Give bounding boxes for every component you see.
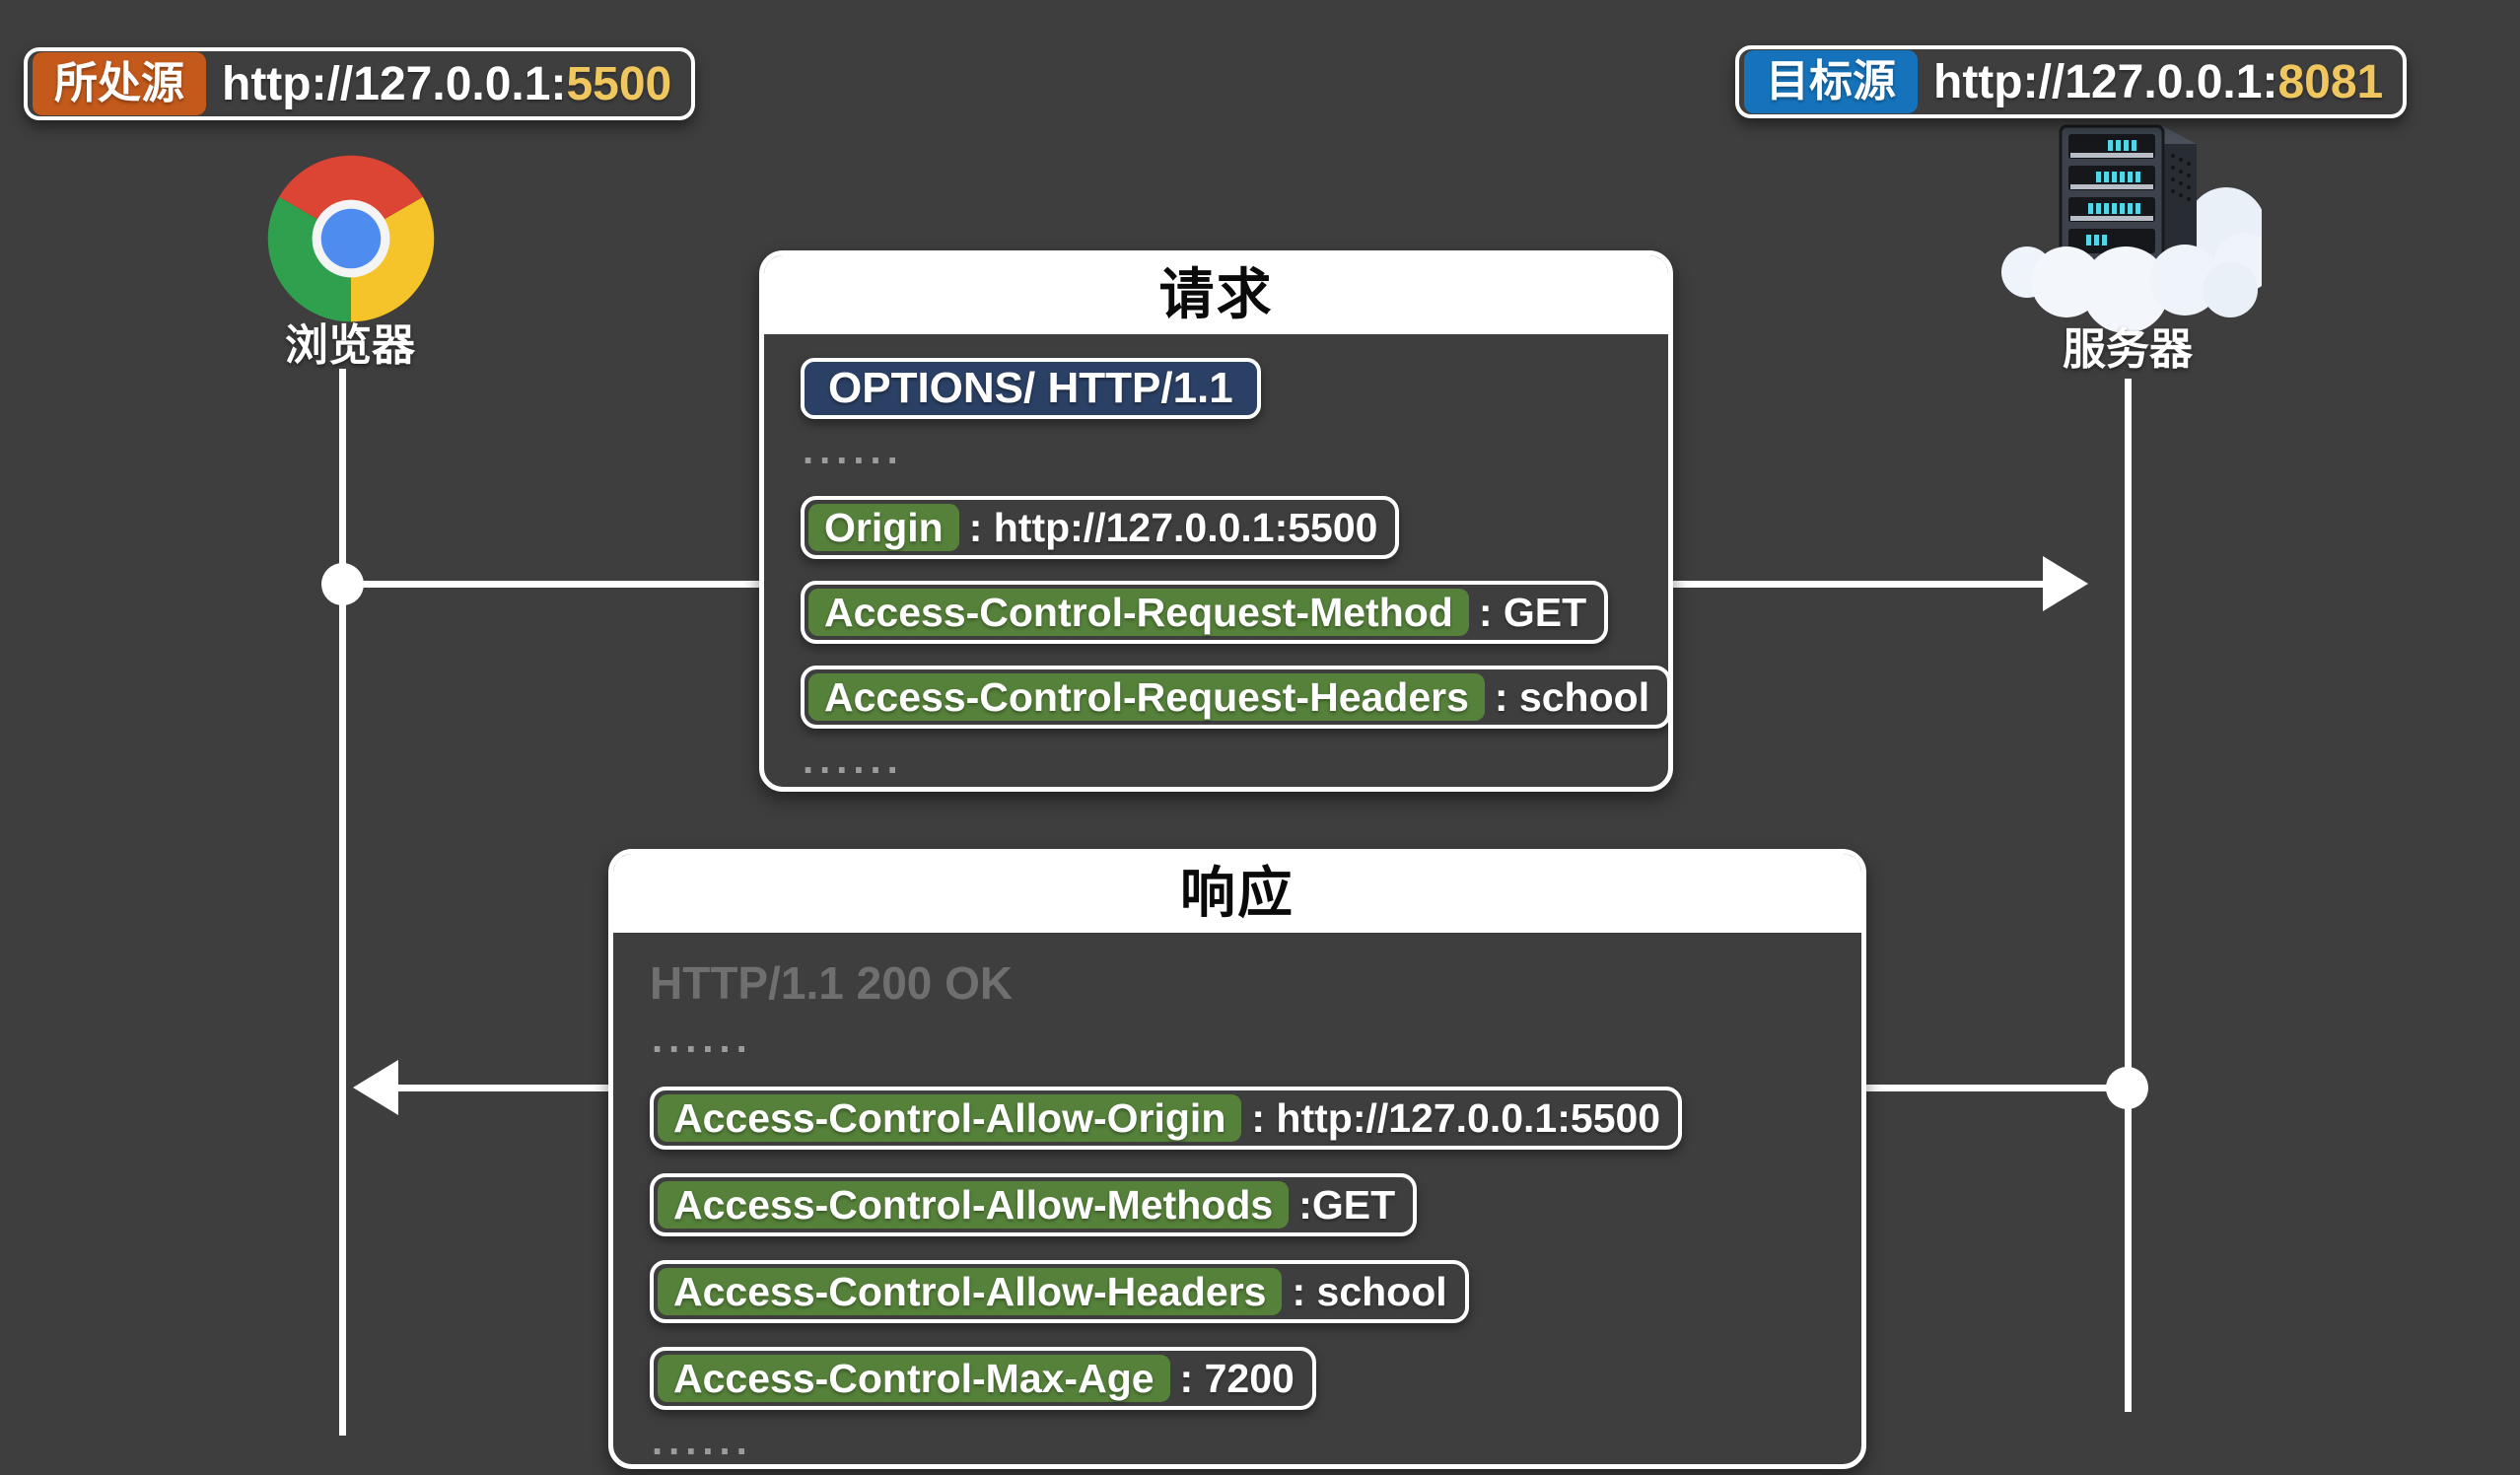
header-name: Access-Control-Allow-Headers <box>658 1268 1283 1315</box>
header-value: :GET <box>1298 1181 1396 1228</box>
ellipsis: ...... <box>652 1018 753 1061</box>
header-row-allow-headers: Access-Control-Allow-Headers: school <box>650 1260 1469 1323</box>
response-box-body: HTTP/1.1 200 OK ...... Access-Control-Al… <box>613 933 1861 1464</box>
request-arrowhead-icon <box>2043 556 2088 611</box>
source-origin-tag: 所处源 <box>33 52 206 115</box>
header-row-max-age: Access-Control-Max-Age: 7200 <box>650 1347 1316 1410</box>
target-origin-tag: 目标源 <box>1744 50 1918 113</box>
chrome-browser-icon <box>267 155 435 322</box>
header-value: : school <box>1494 673 1650 720</box>
target-origin-badge: 目标源 http://127.0.0.1:8081 <box>1735 45 2408 118</box>
source-origin-url-prefix: http://127.0.0.1: <box>222 57 567 110</box>
response-origin-dot <box>2106 1067 2148 1109</box>
cloud-server-icon <box>2001 124 2262 333</box>
request-line-badge: OPTIONS/ HTTP/1.1 <box>801 358 1261 419</box>
header-name: Access-Control-Allow-Methods <box>658 1181 1290 1229</box>
ellipsis: ...... <box>803 429 904 472</box>
status-line: HTTP/1.1 200 OK <box>650 957 1014 1009</box>
request-box-body: OPTIONS/ HTTP/1.1 ...... Origin: http://… <box>764 334 1668 787</box>
header-value: : 7200 <box>1179 1355 1295 1401</box>
response-arrowhead-icon <box>353 1060 398 1115</box>
source-origin-badge: 所处源 http://127.0.0.1:5500 <box>24 47 696 120</box>
target-origin-url: http://127.0.0.1:8081 <box>1933 55 2383 109</box>
ellipsis: ...... <box>652 1420 753 1463</box>
browser-label: 浏览器 <box>285 321 415 370</box>
target-origin-url-prefix: http://127.0.0.1: <box>1933 55 2278 108</box>
server-label: 服务器 <box>2063 325 2193 374</box>
request-box: 请求 OPTIONS/ HTTP/1.1 ...... Origin: http… <box>759 250 1673 792</box>
server-lifeline <box>2125 379 2132 1412</box>
header-name: Access-Control-Max-Age <box>658 1355 1170 1402</box>
header-name: Origin <box>808 504 959 551</box>
request-box-title: 请求 <box>764 255 1668 334</box>
header-value: : school <box>1292 1268 1447 1314</box>
header-name: Access-Control-Allow-Origin <box>658 1094 1242 1142</box>
target-origin-port: 8081 <box>2277 55 2384 108</box>
header-row-allow-methods: Access-Control-Allow-Methods:GET <box>650 1173 1418 1236</box>
header-name: Access-Control-Request-Headers <box>808 673 1485 721</box>
header-name: Access-Control-Request-Method <box>808 589 1469 636</box>
header-row-allow-origin: Access-Control-Allow-Origin: http://127.… <box>650 1087 1683 1150</box>
header-value: : http://127.0.0.1:5500 <box>1251 1094 1661 1141</box>
response-box: 响应 HTTP/1.1 200 OK ...... Access-Control… <box>608 849 1866 1469</box>
header-value: : GET <box>1478 589 1587 635</box>
header-value: : http://127.0.0.1:5500 <box>968 504 1378 550</box>
browser-lifeline <box>339 369 346 1436</box>
header-row-request-headers: Access-Control-Request-Headers: school <box>801 666 1668 729</box>
header-row-origin: Origin: http://127.0.0.1:5500 <box>801 496 1400 559</box>
request-origin-dot <box>321 563 364 605</box>
header-row-request-method: Access-Control-Request-Method: GET <box>801 581 1609 644</box>
ellipsis: ...... <box>803 738 904 782</box>
source-origin-port: 5500 <box>566 57 672 110</box>
source-origin-url: http://127.0.0.1:5500 <box>222 57 671 111</box>
response-box-title: 响应 <box>613 854 1861 933</box>
